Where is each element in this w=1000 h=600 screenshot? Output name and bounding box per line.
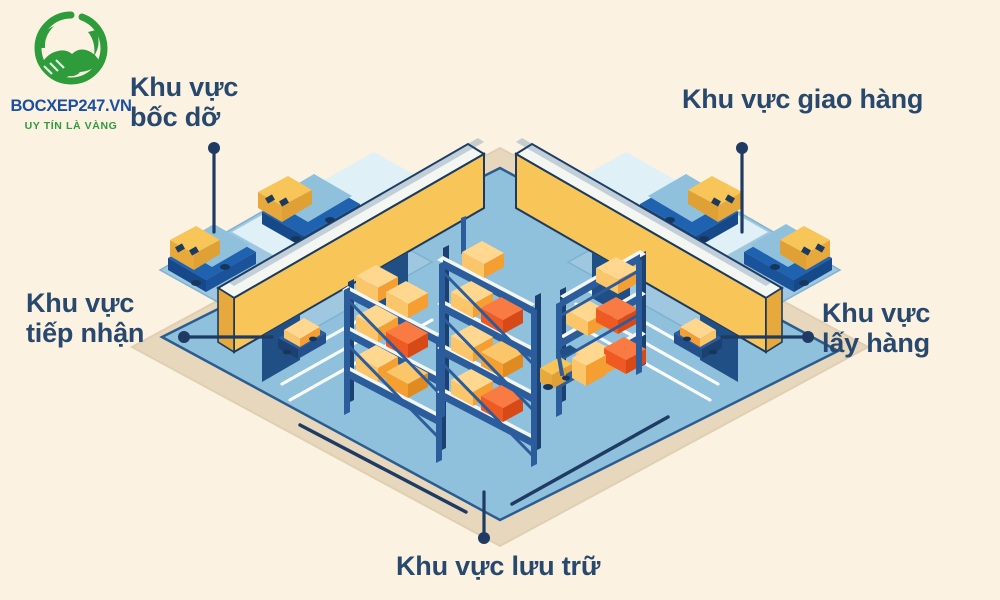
- zone-label-picking: Khu vực lấy hàng: [822, 298, 931, 359]
- pallet-cart-left: [278, 318, 326, 359]
- pointer-loading: [208, 142, 220, 234]
- brand-name: BOCXEP247.VN: [10, 97, 132, 115]
- storage-rack-left: [342, 265, 446, 463]
- pointer-delivery: [736, 142, 748, 234]
- zone-label-delivery: Khu vực giao hàng: [682, 84, 924, 114]
- callout-pointers: [178, 142, 814, 544]
- forklift: [540, 345, 606, 390]
- pointer-receiving: [178, 331, 274, 343]
- pointer-storage: [478, 490, 490, 544]
- brand-logo[interactable]: BOCXEP247.VN UY TÍN LÀ VÀNG: [8, 8, 134, 138]
- pointer-picking: [720, 331, 814, 343]
- pallet-cart-right: [674, 318, 722, 359]
- brand-tagline: UY TÍN LÀ VÀNG: [24, 120, 118, 132]
- zone-label-loading: Khu vực bốc dỡ: [130, 72, 239, 133]
- zone-label-receiving: Khu vực tiếp nhận: [26, 288, 145, 349]
- left-warehouse-wall: [216, 138, 486, 382]
- truck-left-far: [168, 224, 256, 292]
- left-wing: [158, 138, 486, 382]
- handshake-circle-logo-icon: [34, 11, 108, 85]
- zone-label-storage: Khu vực lưu trữ: [396, 551, 601, 581]
- truck-right-far: [744, 224, 832, 292]
- ground-edge-guides: [298, 415, 670, 514]
- storage-rack-center: [437, 216, 541, 467]
